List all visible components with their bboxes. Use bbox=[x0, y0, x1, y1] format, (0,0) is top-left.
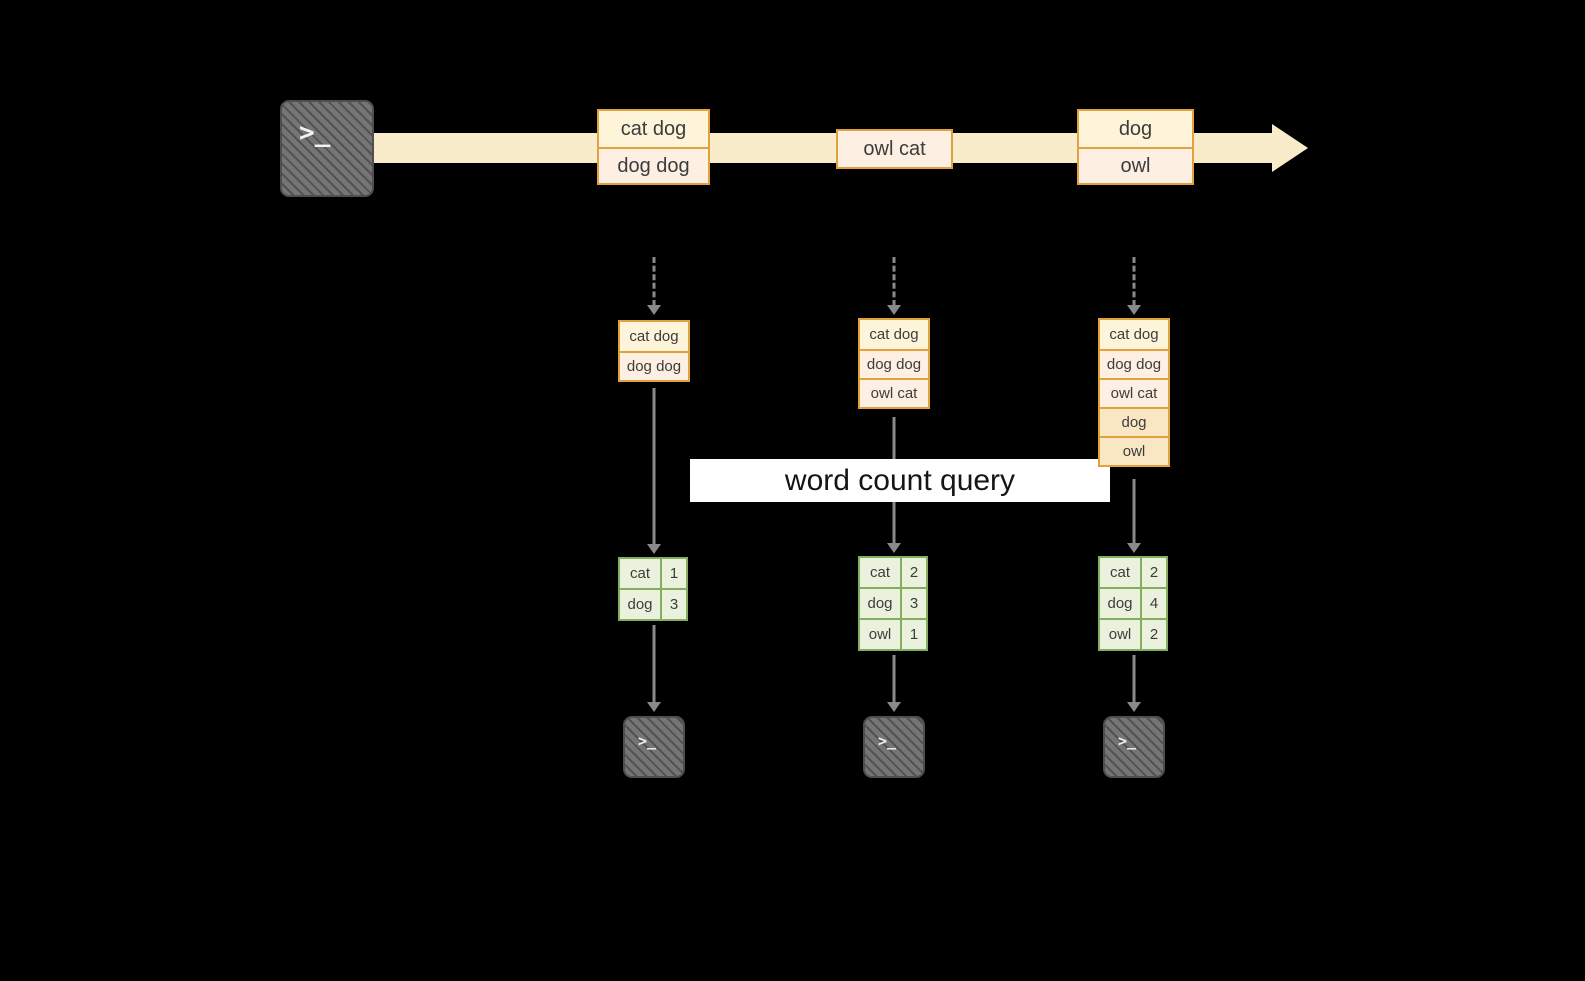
output-arrow-3 bbox=[1127, 655, 1141, 712]
output-terminal-icon-2: >_ bbox=[863, 716, 925, 778]
batch-row: dog bbox=[1079, 111, 1192, 147]
terminal-prompt-icon: >_ bbox=[638, 732, 657, 750]
result-word: owl bbox=[860, 620, 902, 649]
state-row: dog dog bbox=[1100, 349, 1168, 378]
state-row: owl cat bbox=[860, 378, 928, 407]
terminal-prompt-icon: >_ bbox=[878, 732, 897, 750]
batch-row: owl cat bbox=[838, 131, 951, 167]
result-count: 3 bbox=[902, 589, 926, 618]
timeline-batch-3: dog owl bbox=[1077, 109, 1194, 185]
result-table-2: cat 2 dog 3 owl 1 bbox=[858, 556, 928, 651]
output-arrow-2 bbox=[887, 655, 901, 712]
result-count: 3 bbox=[662, 590, 686, 619]
result-row: owl 2 bbox=[1100, 618, 1166, 649]
batch-row: owl bbox=[1079, 147, 1192, 183]
result-word: dog bbox=[620, 590, 662, 619]
result-row: dog 4 bbox=[1100, 587, 1166, 618]
terminal-prompt-icon: >_ bbox=[1118, 732, 1137, 750]
result-word: dog bbox=[860, 589, 902, 618]
state-row: dog bbox=[1100, 407, 1168, 436]
state-row: cat dog bbox=[860, 320, 928, 349]
result-word: cat bbox=[1100, 558, 1142, 587]
state-row: owl cat bbox=[1100, 378, 1168, 407]
result-row: cat 2 bbox=[1100, 558, 1166, 587]
state-row: dog dog bbox=[620, 351, 688, 380]
result-word: dog bbox=[1100, 589, 1142, 618]
result-count: 2 bbox=[1142, 620, 1166, 649]
result-count: 1 bbox=[902, 620, 926, 649]
state-row: cat dog bbox=[1100, 320, 1168, 349]
result-row: dog 3 bbox=[620, 588, 686, 619]
result-count: 2 bbox=[902, 558, 926, 587]
result-row: cat 1 bbox=[620, 559, 686, 588]
output-terminal-icon-1: >_ bbox=[623, 716, 685, 778]
batch-row: cat dog bbox=[599, 111, 708, 147]
result-word: owl bbox=[1100, 620, 1142, 649]
query-arrow-1 bbox=[647, 388, 661, 554]
ingest-arrow-1 bbox=[647, 257, 661, 315]
result-row: cat 2 bbox=[860, 558, 926, 587]
result-table-1: cat 1 dog 3 bbox=[618, 557, 688, 621]
timeline-batch-2: owl cat bbox=[836, 129, 953, 169]
ingest-arrow-2 bbox=[887, 257, 901, 315]
terminal-prompt-icon: >_ bbox=[299, 118, 331, 148]
result-count: 1 bbox=[662, 559, 686, 588]
input-state-box-2: cat dog dog dog owl cat bbox=[858, 318, 930, 409]
result-count: 4 bbox=[1142, 589, 1166, 618]
batch-row: dog dog bbox=[599, 147, 708, 183]
result-word: cat bbox=[860, 558, 902, 587]
result-row: owl 1 bbox=[860, 618, 926, 649]
input-state-box-3: cat dog dog dog owl cat dog owl bbox=[1098, 318, 1170, 467]
result-count: 2 bbox=[1142, 558, 1166, 587]
output-arrow-1 bbox=[647, 625, 661, 712]
source-terminal-icon: >_ bbox=[280, 100, 374, 197]
ingest-arrow-3 bbox=[1127, 257, 1141, 315]
result-row: dog 3 bbox=[860, 587, 926, 618]
word-count-query-banner: word count query bbox=[690, 459, 1110, 502]
output-terminal-icon-3: >_ bbox=[1103, 716, 1165, 778]
state-row: dog dog bbox=[860, 349, 928, 378]
input-state-box-1: cat dog dog dog bbox=[618, 320, 690, 382]
stream-timeline-arrowhead-icon bbox=[1272, 124, 1308, 172]
query-arrow-3 bbox=[1127, 479, 1141, 553]
state-row: cat dog bbox=[620, 322, 688, 351]
result-word: cat bbox=[620, 559, 662, 588]
timeline-batch-1: cat dog dog dog bbox=[597, 109, 710, 185]
state-row: owl bbox=[1100, 436, 1168, 465]
result-table-3: cat 2 dog 4 owl 2 bbox=[1098, 556, 1168, 651]
